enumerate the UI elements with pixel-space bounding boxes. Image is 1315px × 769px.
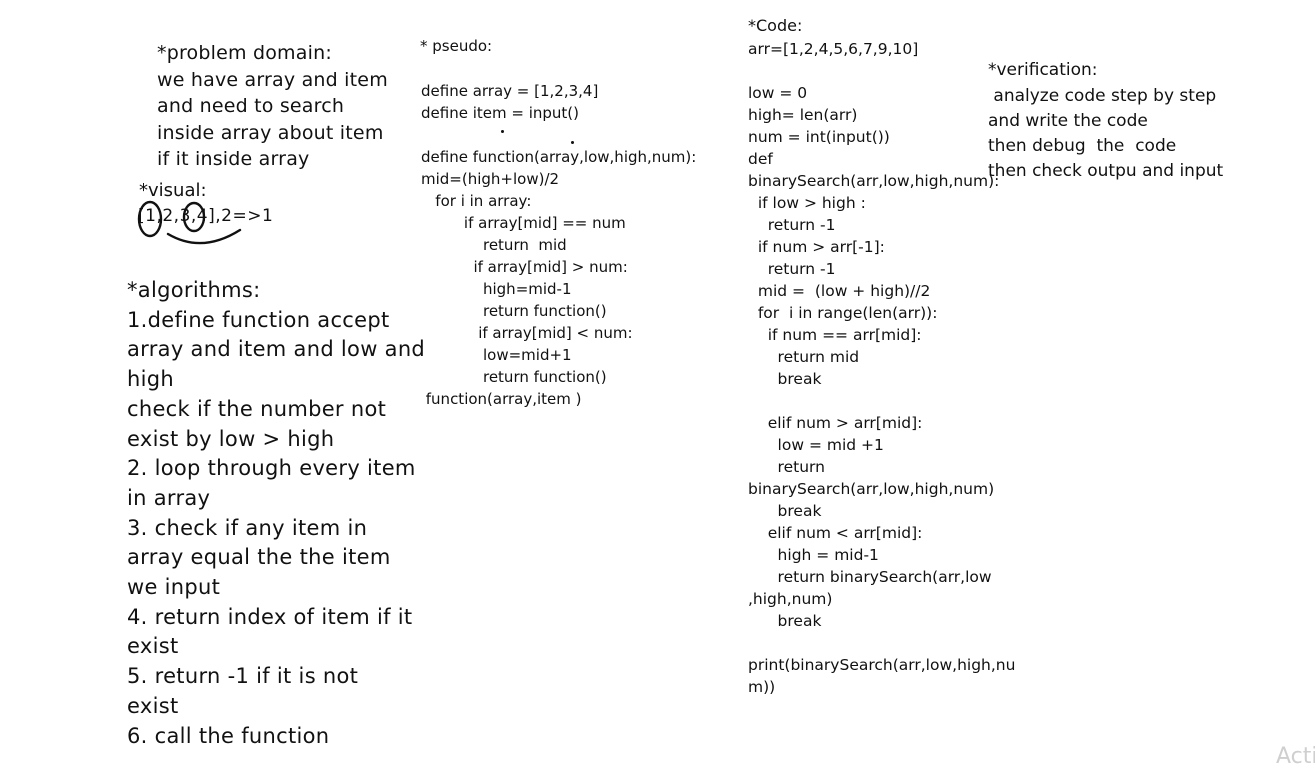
algorithms-text: 1.define function accept array and item … (127, 307, 426, 748)
problem-domain-text: we have array and item and need to searc… (157, 68, 388, 171)
pseudo-code-block: define array = [1,2,3,4] define item = i… (421, 82, 697, 408)
algorithms-title: *algorithms: (127, 278, 261, 302)
code-block: arr=[1,2,4,5,6,7,9,10] low = 0 high= len… (748, 40, 1016, 696)
verification-text: analyze code step by step and write the … (988, 86, 1224, 181)
arc-mark (166, 228, 242, 245)
activation-watermark: Acti (1276, 744, 1315, 769)
circle-mark-index-3 (182, 201, 206, 233)
code-title: *Code: (748, 16, 803, 35)
visual-title: *visual: (139, 180, 207, 201)
circle-mark-index-1 (137, 200, 163, 238)
algorithms-section: *algorithms: 1.define function accept arr… (127, 276, 425, 751)
visual-annotation-strokes (137, 200, 242, 245)
stray-dot (571, 141, 574, 144)
verification-title: *verification: (988, 60, 1098, 80)
problem-domain-title: *problem domain: (157, 42, 332, 64)
stray-dot (501, 130, 504, 133)
visual-expression: [1,2,3,4],2=>1 (138, 206, 274, 226)
problem-domain-section: *problem domain: we have array and item a… (157, 40, 388, 173)
pseudo-title: * pseudo: (420, 37, 493, 55)
